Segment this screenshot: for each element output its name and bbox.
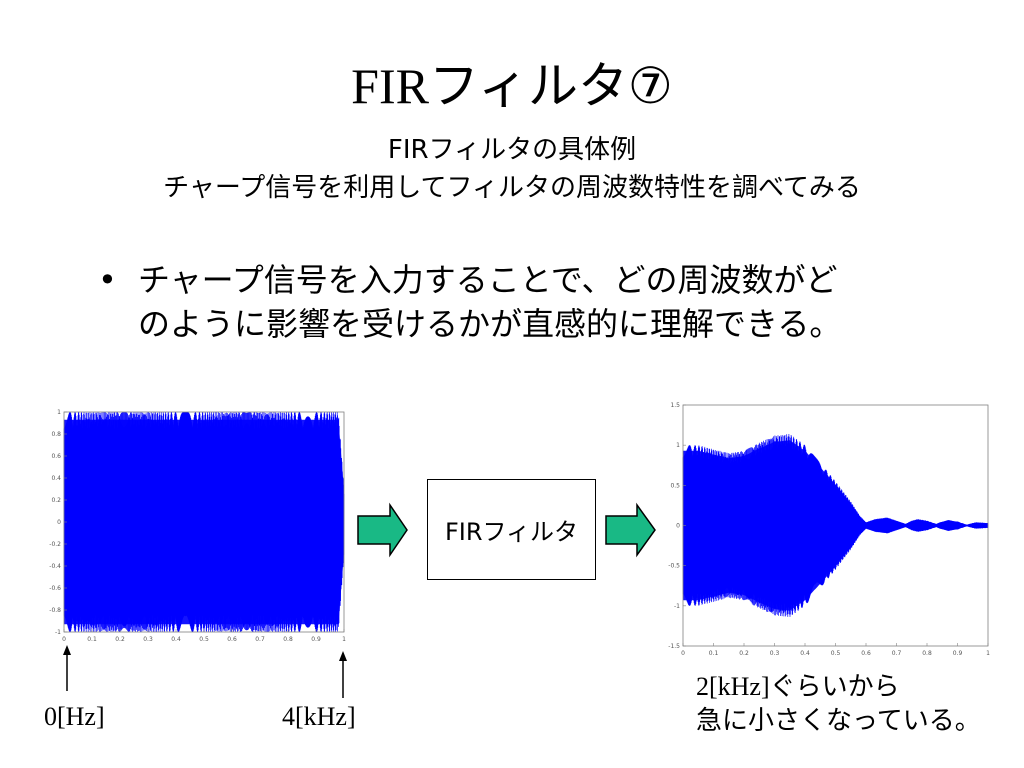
x-tick-label: 0 <box>681 650 685 657</box>
y-tick-label: 1 <box>57 409 61 416</box>
y-tick-label: -1.5 <box>668 643 680 650</box>
note-line-1: ぐらいから <box>769 672 900 702</box>
x-tick-label: 0.2 <box>115 636 125 643</box>
end-pointer-arrow-icon <box>339 651 347 698</box>
result-note: 2[kHz]ぐらいから 急に小さくなっている。 <box>696 670 981 738</box>
subtitle-line-2: チャープ信号を利用してフィルタの周波数特性を調べてみる <box>163 173 861 203</box>
x-tick-label: 0.5 <box>199 636 209 643</box>
y-tick-label: 0.8 <box>51 431 61 438</box>
x-tick-label: 0.9 <box>311 636 321 643</box>
right-arrow-icon <box>605 502 656 558</box>
x-tick-label: 0.1 <box>709 650 719 657</box>
note-value: 2[kHz] <box>696 672 770 701</box>
x-tick-label: 1 <box>986 650 990 657</box>
bullet-line-1: チャープ信号を入力することで、どの周波数がど <box>138 261 838 299</box>
x-tick-label: 0.5 <box>831 650 841 657</box>
fir-filter-box: FIRフィルタ <box>427 479 596 580</box>
title-latin: FIR <box>351 58 429 114</box>
y-tick-label: 0 <box>676 523 680 530</box>
note-line-2: 急に小さくなっている。 <box>696 706 981 736</box>
x-tick-label: 0.7 <box>892 650 902 657</box>
y-tick-label: 1.5 <box>670 402 680 409</box>
signal-envelope-fill <box>683 440 988 611</box>
x-tick-label: 0.8 <box>922 650 932 657</box>
x-tick-label: 0 <box>62 636 66 643</box>
y-tick-label: -0.5 <box>668 563 680 570</box>
y-tick-label: 0.5 <box>670 482 680 489</box>
x-tick-label: 0.2 <box>739 650 749 657</box>
signal-envelope-fill <box>64 419 344 625</box>
x-tick-label: 0.4 <box>800 650 810 657</box>
end-frequency-label: 4[kHz] <box>282 702 356 731</box>
x-tick-label: 0.4 <box>171 636 181 643</box>
y-tick-label: 0.4 <box>51 475 61 482</box>
bullet-line-2: のように影響を受けるかが直感的に理解できる。 <box>138 305 842 343</box>
x-tick-label: 0.3 <box>143 636 153 643</box>
y-tick-label: 1 <box>676 442 680 449</box>
x-tick-label: 0.7 <box>255 636 265 643</box>
x-tick-label: 0.6 <box>227 636 237 643</box>
subtitle-line-1: FIRフィルタの具体例 <box>387 135 637 165</box>
x-tick-label: 0.6 <box>861 650 871 657</box>
slide-title: FIRフィルタ⑦ <box>0 58 1024 114</box>
start-frequency-label: 0[Hz] <box>44 702 105 731</box>
x-tick-label: 0.3 <box>770 650 780 657</box>
title-rest: フィルタ⑦ <box>428 57 673 115</box>
y-tick-label: -0.2 <box>49 541 61 548</box>
x-tick-label: 0.9 <box>953 650 963 657</box>
x-tick-label: 0.8 <box>283 636 293 643</box>
y-tick-label: -0.8 <box>49 607 61 614</box>
y-tick-label: 0 <box>57 519 61 526</box>
right-arrow-icon <box>357 502 408 558</box>
input-chirp-chart: 0 0.1 0.2 0.3 0.4 0.5 0.6 0.7 0.8 0.9 1 1 0.8 0.6 0.4 0… <box>49 409 346 643</box>
bullet-dot: • <box>98 261 117 299</box>
x-tick-label: 1 <box>342 636 346 643</box>
y-tick-label: 0.6 <box>51 453 61 460</box>
x-tick-label: 0.1 <box>87 636 97 643</box>
y-tick-label: -0.6 <box>49 585 61 592</box>
start-pointer-arrow-icon <box>63 645 71 691</box>
bullet-text: チャープ信号を入力することで、どの周波数がど のように影響を受けるかが直感的に理… <box>138 258 958 346</box>
y-tick-label: -0.4 <box>49 563 61 570</box>
y-tick-label: -1 <box>55 629 61 636</box>
y-tick-label: -1 <box>674 603 680 610</box>
y-tick-label: 0.2 <box>51 497 61 504</box>
output-filtered-chart: 0 0.1 0.2 0.3 0.4 0.5 0.6 0.7 0.8 0.9 1 1.5 1 0.5 0 -0.… <box>668 402 990 657</box>
